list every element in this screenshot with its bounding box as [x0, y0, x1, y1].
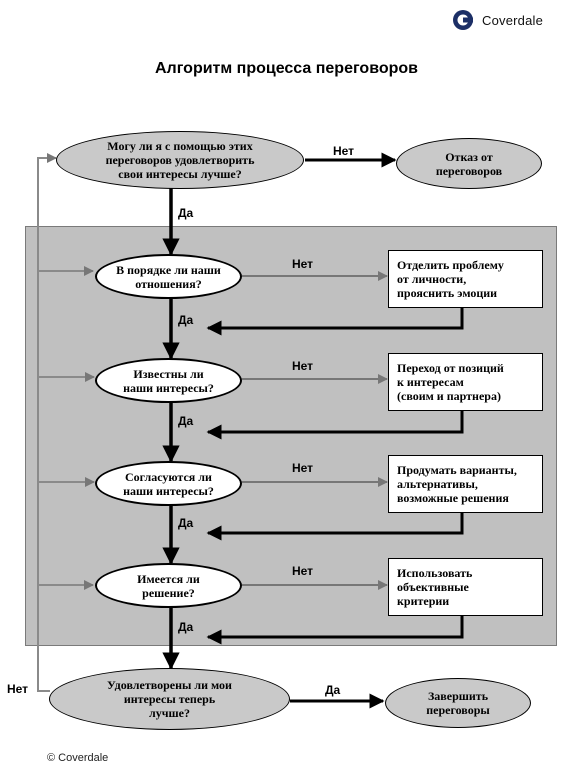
satisfied-decision: Удовлетворены ли мои интересы теперь луч…: [49, 668, 290, 730]
relations-decision: В порядке ли наши отношения?: [95, 254, 242, 299]
no-arrows: [242, 152, 397, 590]
label-yes-1: Да: [178, 206, 194, 220]
label-yes-5: Да: [178, 620, 194, 634]
label-no-start: Нет: [333, 144, 355, 158]
criteria-action: Использовать объективные критерии: [388, 558, 543, 616]
label-yes-end: Да: [325, 683, 341, 697]
label-no-3: Нет: [292, 461, 314, 475]
label-no-2: Нет: [292, 359, 314, 373]
interests-agree-decision: Согласуются ли наши интересы?: [95, 461, 242, 506]
copyright-text: © Coverdale: [47, 752, 109, 764]
label-no-end: Нет: [7, 682, 29, 696]
start-decision: Могу ли я с помощью этих переговоров удо…: [56, 131, 304, 189]
refuse-node: Отказ от переговоров: [396, 138, 542, 189]
coverdale-logo: Coverdale: [452, 9, 543, 31]
interests-known-decision: Известны ли наши интересы?: [95, 358, 242, 403]
logo-text: Coverdale: [482, 12, 544, 28]
solution-decision: Имеется ли решение?: [95, 563, 242, 608]
label-yes-4: Да: [178, 516, 194, 530]
label-yes-2: Да: [178, 313, 194, 327]
options-action: Продумать варианты, альтернативы, возмож…: [388, 455, 543, 513]
finish-node: Завершить переговоры: [385, 678, 531, 728]
label-no-4: Нет: [292, 564, 314, 578]
page-title: Алгоритм процесса переговоров: [155, 60, 418, 77]
coverdale-logo-icon: [453, 10, 473, 30]
return-arrows: [206, 307, 464, 645]
label-no-1: Нет: [292, 257, 314, 271]
interests-action: Переход от позиций к интересам (своим и …: [388, 353, 543, 411]
label-yes-3: Да: [178, 414, 194, 428]
relations-action: Отделить проблему от личности, прояснить…: [388, 250, 543, 308]
feedback-lines: [37, 153, 95, 692]
